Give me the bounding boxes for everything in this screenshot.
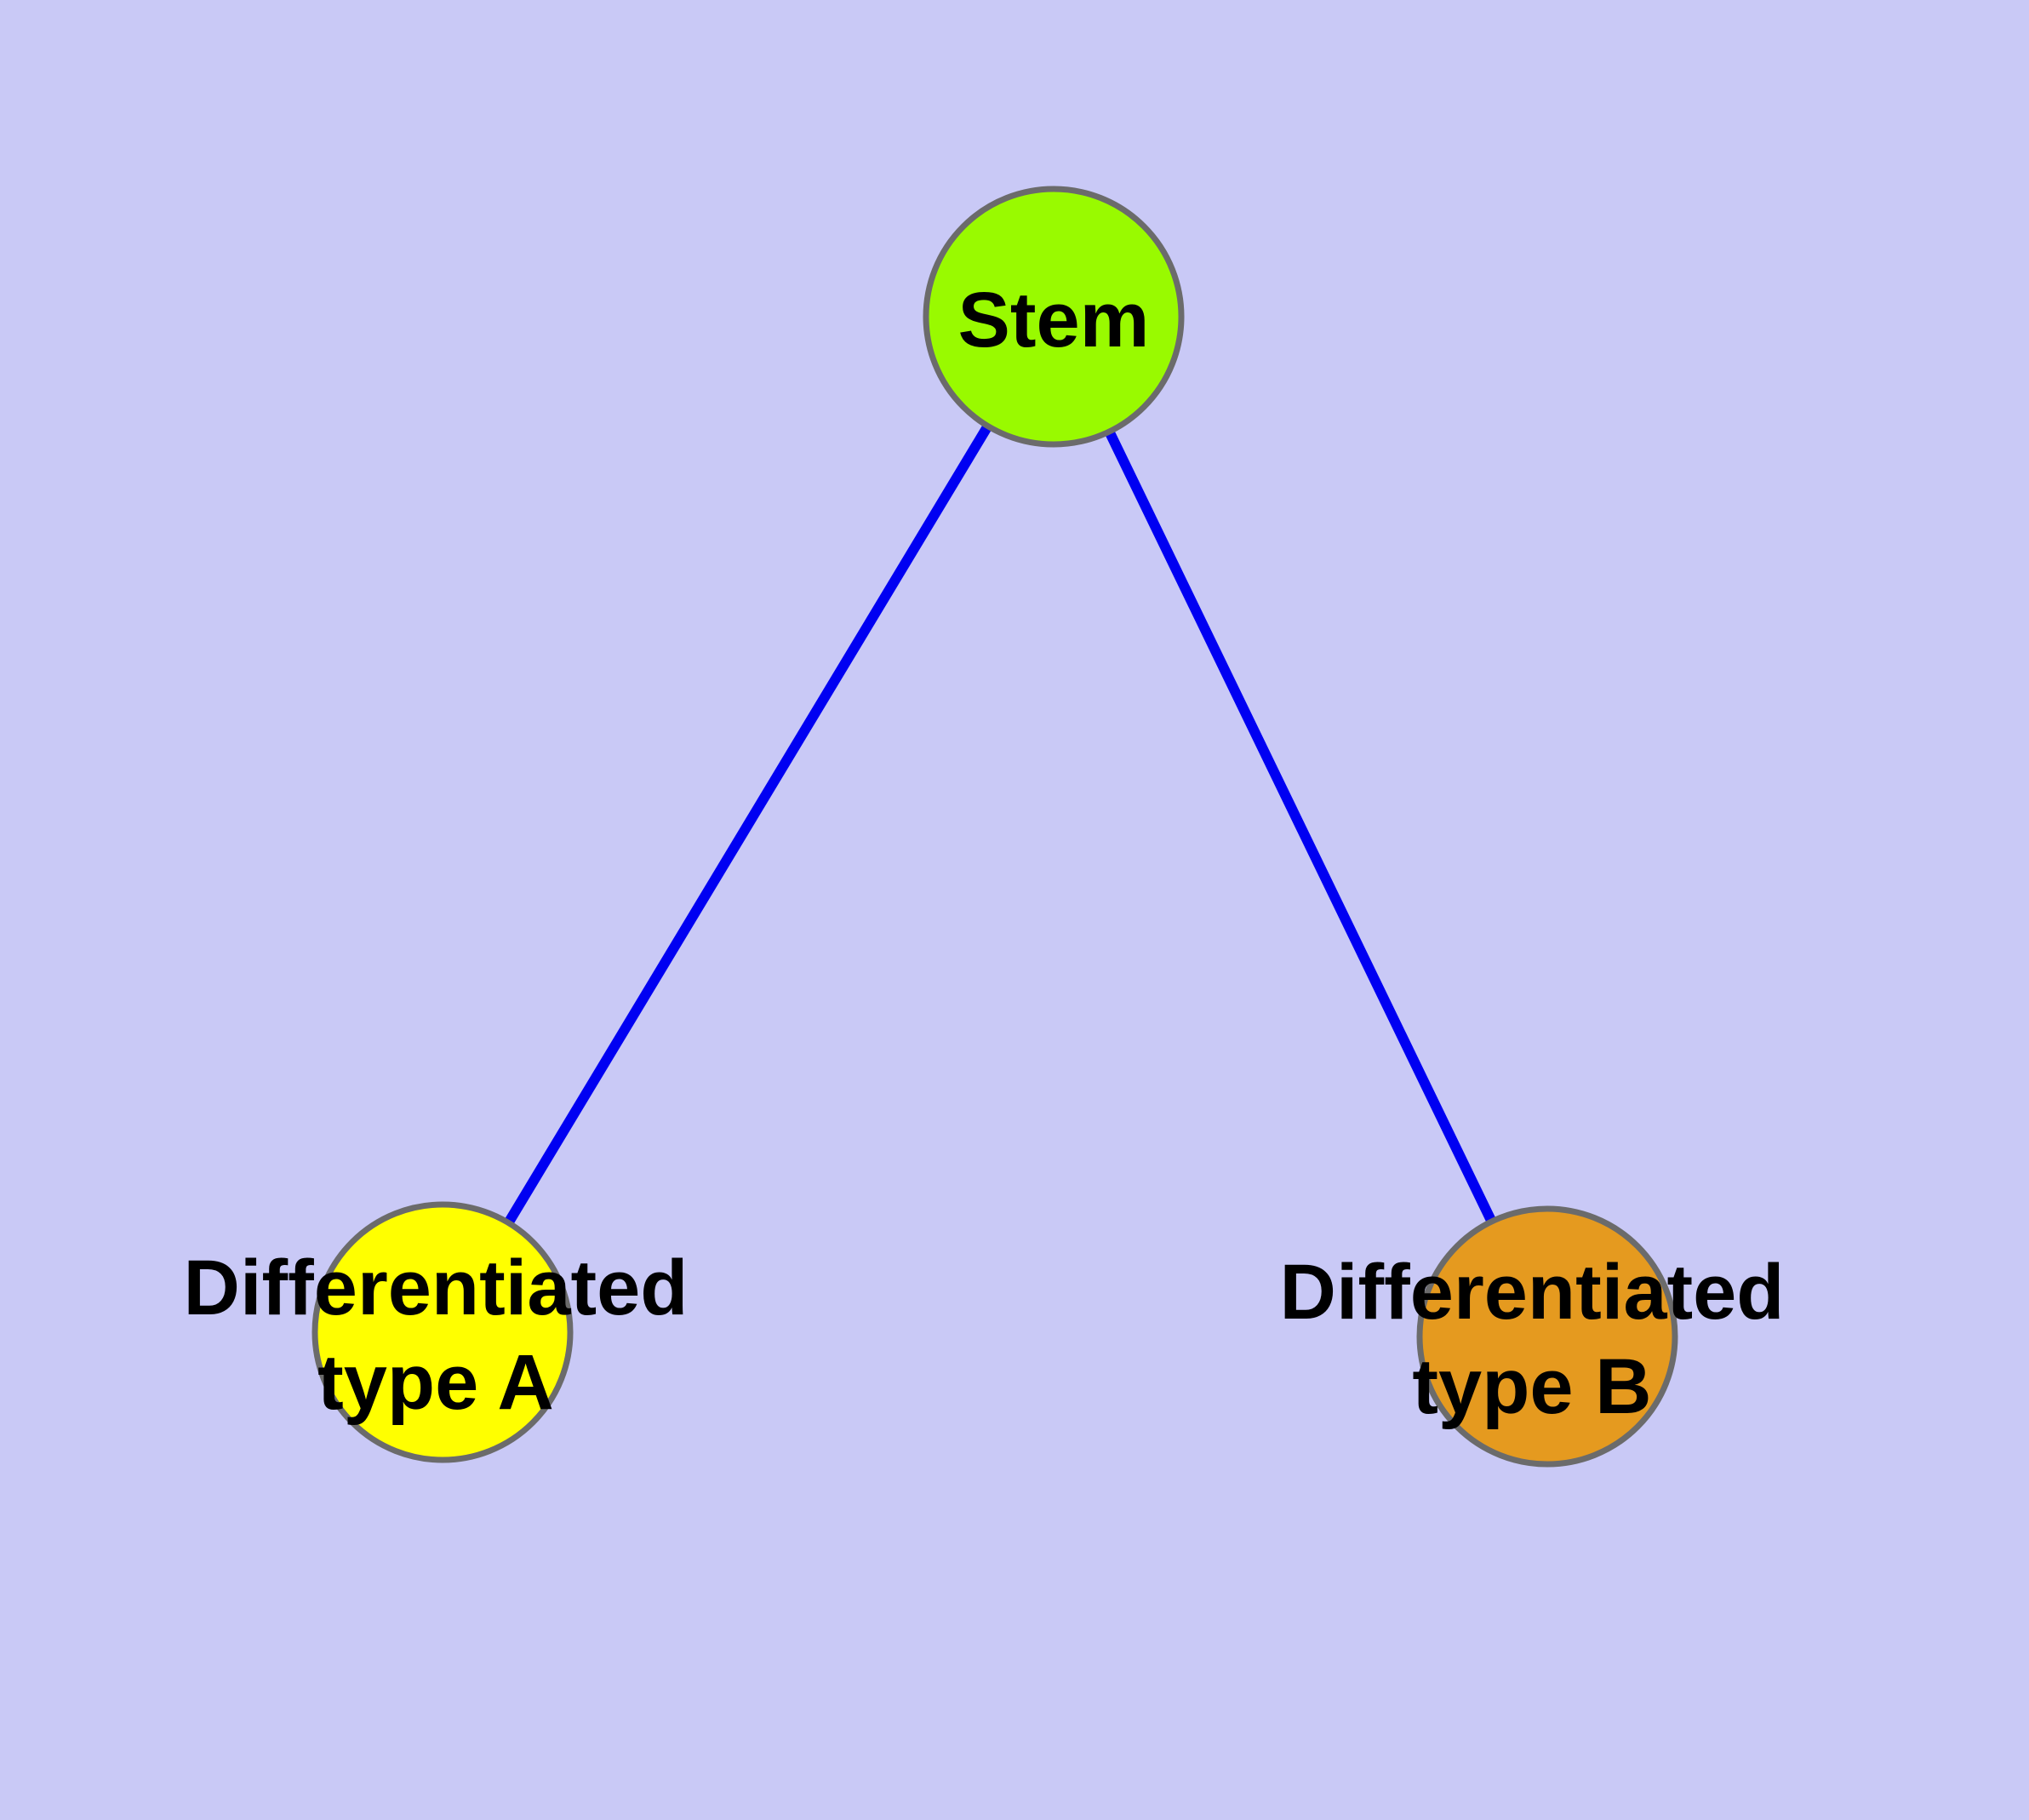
node-differentiated-type-b xyxy=(1416,1205,1678,1468)
edge-stem-to-type-b xyxy=(1049,314,1552,1339)
node-type-b-label-line-2: type B xyxy=(1412,1343,1651,1430)
node-stem-label: Stem xyxy=(958,277,1150,363)
node-differentiated-type-a xyxy=(311,1201,574,1463)
node-type-a-label-line-1: Differentiated xyxy=(184,1245,689,1331)
node-type-b-label-line-1: Differentiated xyxy=(1280,1249,1785,1336)
node-stem xyxy=(923,186,1185,448)
node-type-a-label-line-2: type A xyxy=(317,1339,554,1426)
edge-stem-to-type-a xyxy=(437,313,1059,1336)
